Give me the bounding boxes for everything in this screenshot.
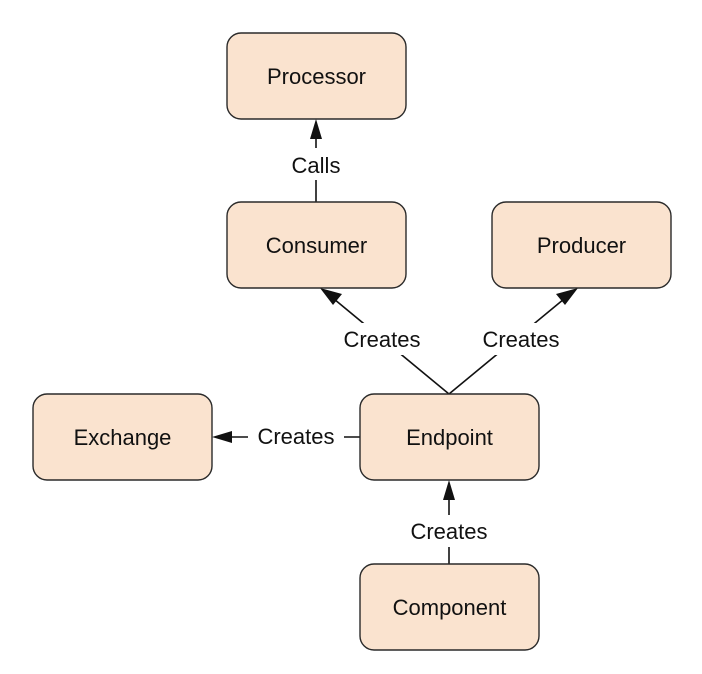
arrowhead-up-left-icon: [320, 288, 342, 305]
node-label-component: Component: [393, 595, 507, 620]
edge-label-creates-exchange: Creates: [257, 424, 334, 449]
edge-endpoint-creates-consumer: Creates: [320, 288, 450, 395]
node-processor: Processor: [226, 32, 407, 120]
node-label-consumer: Consumer: [266, 233, 367, 258]
node-endpoint: Endpoint: [359, 393, 540, 481]
node-component: Component: [359, 563, 540, 651]
arrowhead-left-icon: [212, 431, 232, 443]
edge-label-calls: Calls: [292, 153, 341, 178]
node-exchange: Exchange: [32, 393, 213, 481]
edge-consumer-calls-processor: Calls: [284, 119, 348, 202]
edge-label-creates-endpoint: Creates: [410, 519, 487, 544]
node-consumer: Consumer: [226, 201, 407, 289]
edge-label-creates-producer: Creates: [482, 327, 559, 352]
node-label-producer: Producer: [537, 233, 626, 258]
edge-component-creates-endpoint: Creates: [403, 480, 495, 564]
node-producer: Producer: [491, 201, 672, 289]
arrowhead-up-right-icon: [556, 288, 578, 305]
node-label-endpoint: Endpoint: [406, 425, 493, 450]
edge-endpoint-creates-exchange: Creates: [212, 421, 360, 453]
arrowhead-up-icon: [310, 119, 322, 139]
node-label-exchange: Exchange: [74, 425, 172, 450]
arrowhead-up-icon: [443, 480, 455, 500]
node-label-processor: Processor: [267, 64, 366, 89]
edge-endpoint-creates-producer: Creates: [448, 288, 578, 395]
edge-label-creates-consumer: Creates: [343, 327, 420, 352]
